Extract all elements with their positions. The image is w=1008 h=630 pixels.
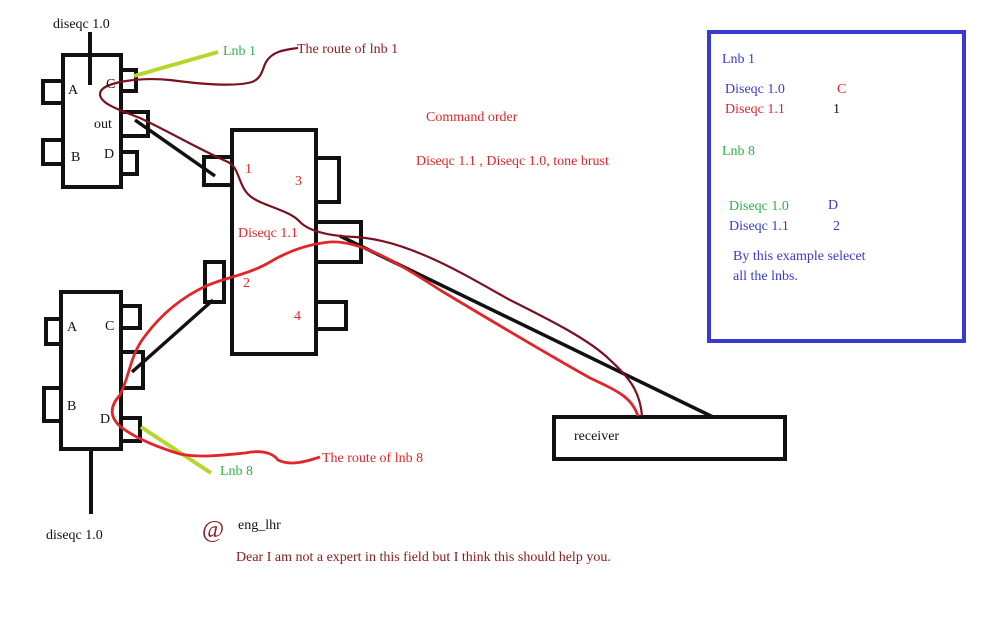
route-lnb-1 bbox=[98, 46, 644, 417]
switch-top-port-d bbox=[119, 150, 139, 176]
info-lnb1-row1-value: C bbox=[837, 82, 847, 97]
switch-bottom-port-c-label: C bbox=[105, 319, 115, 334]
cable-out-to-port1 bbox=[133, 118, 217, 178]
switch-bottom-port-a bbox=[44, 317, 63, 346]
command-title: Command order bbox=[426, 110, 518, 125]
switch-middle-port-4-label: 4 bbox=[294, 309, 301, 324]
switch-top-title: diseqc 1.0 bbox=[53, 17, 110, 32]
switch-middle-port-4 bbox=[314, 300, 348, 331]
lnb-1-cable bbox=[133, 50, 219, 78]
lnb-1-route-label: The route of lnb 1 bbox=[297, 42, 399, 57]
info-note-line2: all the lnbs. bbox=[733, 269, 798, 284]
info-lnb1-row2-value: 1 bbox=[833, 102, 840, 117]
switch-top-port-d-label: D bbox=[104, 147, 115, 162]
switch-bottom-port-b-label: B bbox=[67, 399, 77, 414]
switch-top-port-b-label: B bbox=[71, 150, 81, 165]
switch-bottom-port-a-label: A bbox=[67, 320, 78, 335]
switch-bottom-port-d-label: D bbox=[100, 412, 111, 427]
switch-middle-port-2-label: 2 bbox=[243, 276, 250, 291]
info-lnb1-row2-name: Diseqc 1.1 bbox=[725, 102, 785, 117]
switch-top bbox=[41, 32, 150, 189]
switch-middle bbox=[202, 128, 363, 356]
switch-middle-port-1-label: 1 bbox=[245, 162, 252, 177]
signature-message: Dear I am not a expert in this field but… bbox=[236, 550, 611, 565]
info-lnb1-row1-name: Diseqc 1.0 bbox=[725, 82, 785, 97]
info-lnb1-title: Lnb 1 bbox=[722, 52, 756, 67]
switch-top-port-c-label: C bbox=[106, 77, 116, 92]
info-lnb8-title: Lnb 8 bbox=[722, 144, 756, 159]
info-note-line1: By this example selecet bbox=[733, 249, 866, 264]
switch-middle-port-3-label: 3 bbox=[295, 174, 302, 189]
lnb-1-label: Lnb 1 bbox=[223, 44, 257, 59]
switch-middle-port-3 bbox=[314, 156, 341, 204]
route-lnb-8 bbox=[110, 240, 640, 465]
switch-top-port-b bbox=[41, 138, 65, 166]
signature-user: eng_lhr bbox=[238, 518, 281, 533]
switch-top-port-a bbox=[41, 79, 65, 105]
lnb-8-route-label: The route of lnb 8 bbox=[322, 451, 424, 466]
switch-bottom-port-out bbox=[119, 350, 145, 390]
info-box bbox=[707, 30, 966, 343]
switch-bottom-title: diseqc 1.0 bbox=[46, 528, 103, 543]
command-sequence: Diseqc 1.1 , Diseqc 1.0, tone brust bbox=[416, 154, 609, 169]
switch-top-port-a-label: A bbox=[68, 83, 79, 98]
receiver-box bbox=[552, 415, 787, 461]
info-lnb8-row2-name: Diseqc 1.1 bbox=[729, 219, 789, 234]
switch-middle-title: Diseqc 1.1 bbox=[238, 226, 298, 241]
info-lnb8-row1-value: D bbox=[828, 198, 839, 213]
cable-port2-to-bottom bbox=[130, 298, 215, 374]
switch-bottom-port-d bbox=[119, 416, 142, 443]
switch-bottom bbox=[42, 290, 145, 514]
signature-at-symbol: @ bbox=[202, 517, 225, 543]
lnb-8-cable bbox=[139, 425, 213, 475]
receiver-label: receiver bbox=[574, 429, 620, 444]
switch-bottom-port-b bbox=[42, 386, 63, 423]
info-lnb8-row2-value: 2 bbox=[833, 219, 840, 234]
switch-bottom-port-c bbox=[119, 304, 142, 330]
switch-middle-port-2 bbox=[203, 260, 226, 304]
switch-top-port-out-label: out bbox=[94, 117, 112, 132]
switch-bottom-body bbox=[59, 290, 123, 451]
switch-middle-port-out bbox=[314, 220, 363, 264]
lnb-8-label: Lnb 8 bbox=[220, 464, 254, 479]
info-lnb8-row1-name: Diseqc 1.0 bbox=[729, 199, 789, 214]
switch-top-port-out bbox=[119, 110, 150, 138]
